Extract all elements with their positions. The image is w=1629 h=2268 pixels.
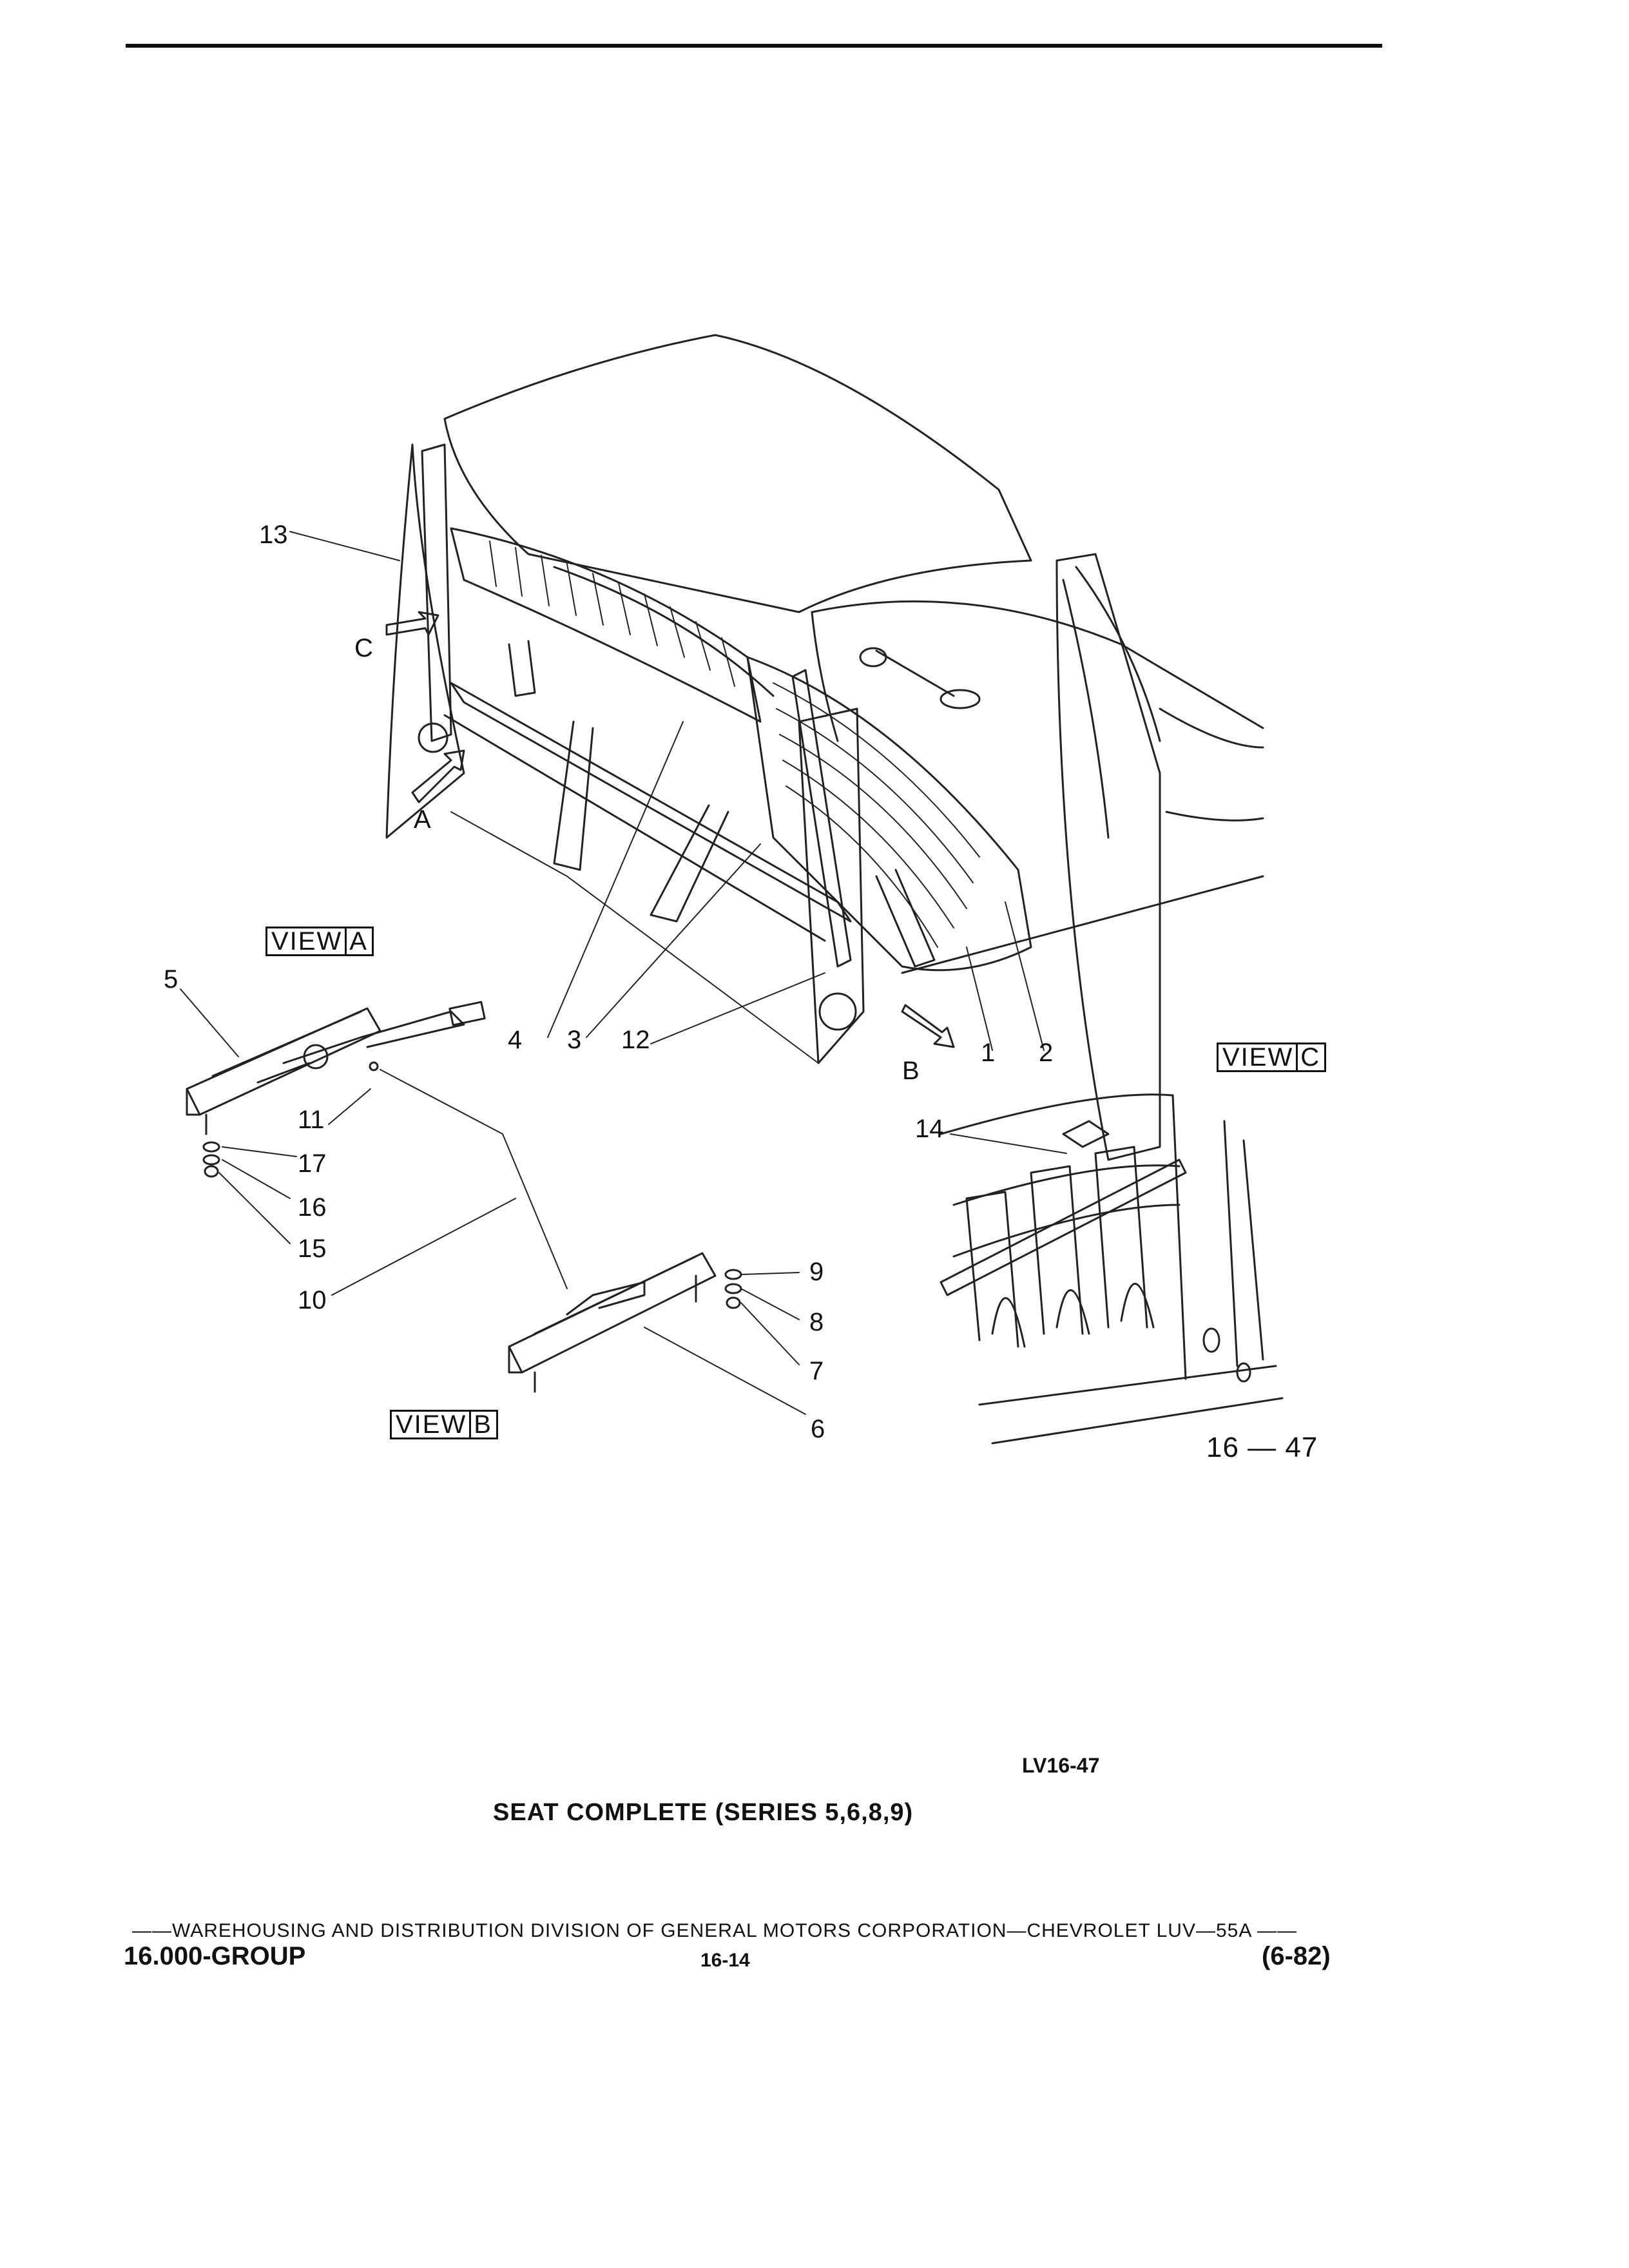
view-a-letter: A [414, 805, 431, 834]
callout-15: 15 [298, 1235, 327, 1263]
shoulder-belt-right [791, 669, 852, 968]
view-a-arrow [411, 749, 465, 803]
washer-8 [724, 1283, 742, 1294]
callout-3: 3 [567, 1026, 582, 1054]
gear-shift-knob [859, 647, 887, 668]
fender-line [1159, 707, 1264, 749]
b-pillar-panel [798, 707, 865, 1064]
callout-5: 5 [164, 965, 178, 994]
bolt-15 [204, 1165, 219, 1178]
callout-1: 1 [981, 1039, 996, 1067]
buckle-strap-a [553, 720, 594, 871]
floor-line [901, 875, 1264, 974]
washer-17 [202, 1141, 220, 1153]
callout-6: 6 [811, 1415, 825, 1443]
retractor-right [818, 992, 857, 1031]
footer-group: 16.000-GROUP [124, 1942, 306, 1970]
callout-13: 13 [259, 521, 288, 549]
seat-cushion [746, 656, 1032, 972]
figure-plate-number: 16 — 47 [1206, 1432, 1318, 1463]
footer-revision: (6-82) [1262, 1942, 1331, 1970]
seat-frame-upper [450, 682, 852, 923]
view-b-arrow [901, 1004, 955, 1048]
footer-line: ——WAREHOUSING AND DISTRIBUTION DIVISION … [132, 1920, 1298, 1941]
callout-8: 8 [809, 1308, 824, 1336]
view-c-panel [940, 1093, 1284, 1445]
fender-line-2 [1165, 811, 1264, 822]
seat-back-upper [553, 566, 775, 697]
top-rule [126, 44, 1382, 48]
seat-back [450, 527, 762, 723]
gear-shift-boot [940, 689, 981, 709]
washer-16 [202, 1154, 220, 1166]
cab-side [811, 611, 839, 742]
cab-roof [443, 334, 1032, 613]
buckle-strap-b [650, 804, 729, 923]
leader-lines-view-a [180, 988, 568, 1296]
seat-frame-lower [443, 714, 826, 942]
door-window [1062, 579, 1110, 839]
callout-16: 16 [298, 1193, 327, 1222]
leader-lines-view-c [950, 1133, 1067, 1154]
buckle-strap-c [875, 869, 936, 968]
callout-17: 17 [298, 1149, 327, 1178]
callout-4: 4 [508, 1026, 523, 1054]
leader-lines-main [289, 531, 1045, 1064]
leader-lines-view-b [644, 1272, 806, 1415]
retractor-left [418, 722, 448, 753]
bolt-7 [726, 1296, 741, 1309]
view-b-rail [508, 1252, 717, 1393]
figure-code: LV16-47 [1022, 1754, 1100, 1777]
door-frame [1055, 553, 1161, 1161]
callout-14: 14 [915, 1115, 944, 1143]
view-c-arrow [385, 611, 439, 636]
rear-window-frame [385, 443, 465, 839]
callout-11: 11 [298, 1106, 325, 1134]
washer-9 [724, 1269, 742, 1280]
callout-7: 7 [809, 1357, 824, 1385]
footer-page-number: 16-14 [700, 1950, 750, 1971]
buckle-strap-d [508, 640, 536, 697]
callout-12: 12 [621, 1026, 650, 1054]
view-b-letter: B [902, 1057, 920, 1085]
callout-10: 10 [298, 1286, 327, 1314]
figure-caption: SEAT COMPLETE (SERIES 5,6,8,9) [493, 1799, 914, 1826]
door-window-inner [1075, 566, 1161, 742]
view-c-letter: C [354, 634, 373, 662]
callout-9: 9 [809, 1258, 824, 1286]
callout-2: 2 [1039, 1039, 1054, 1067]
view-a-adjuster [186, 1001, 486, 1135]
seat-back-pleats [489, 541, 735, 687]
gear-shift-lever [875, 649, 955, 697]
shoulder-belt-left [421, 443, 452, 742]
cab-floor [811, 600, 1264, 729]
